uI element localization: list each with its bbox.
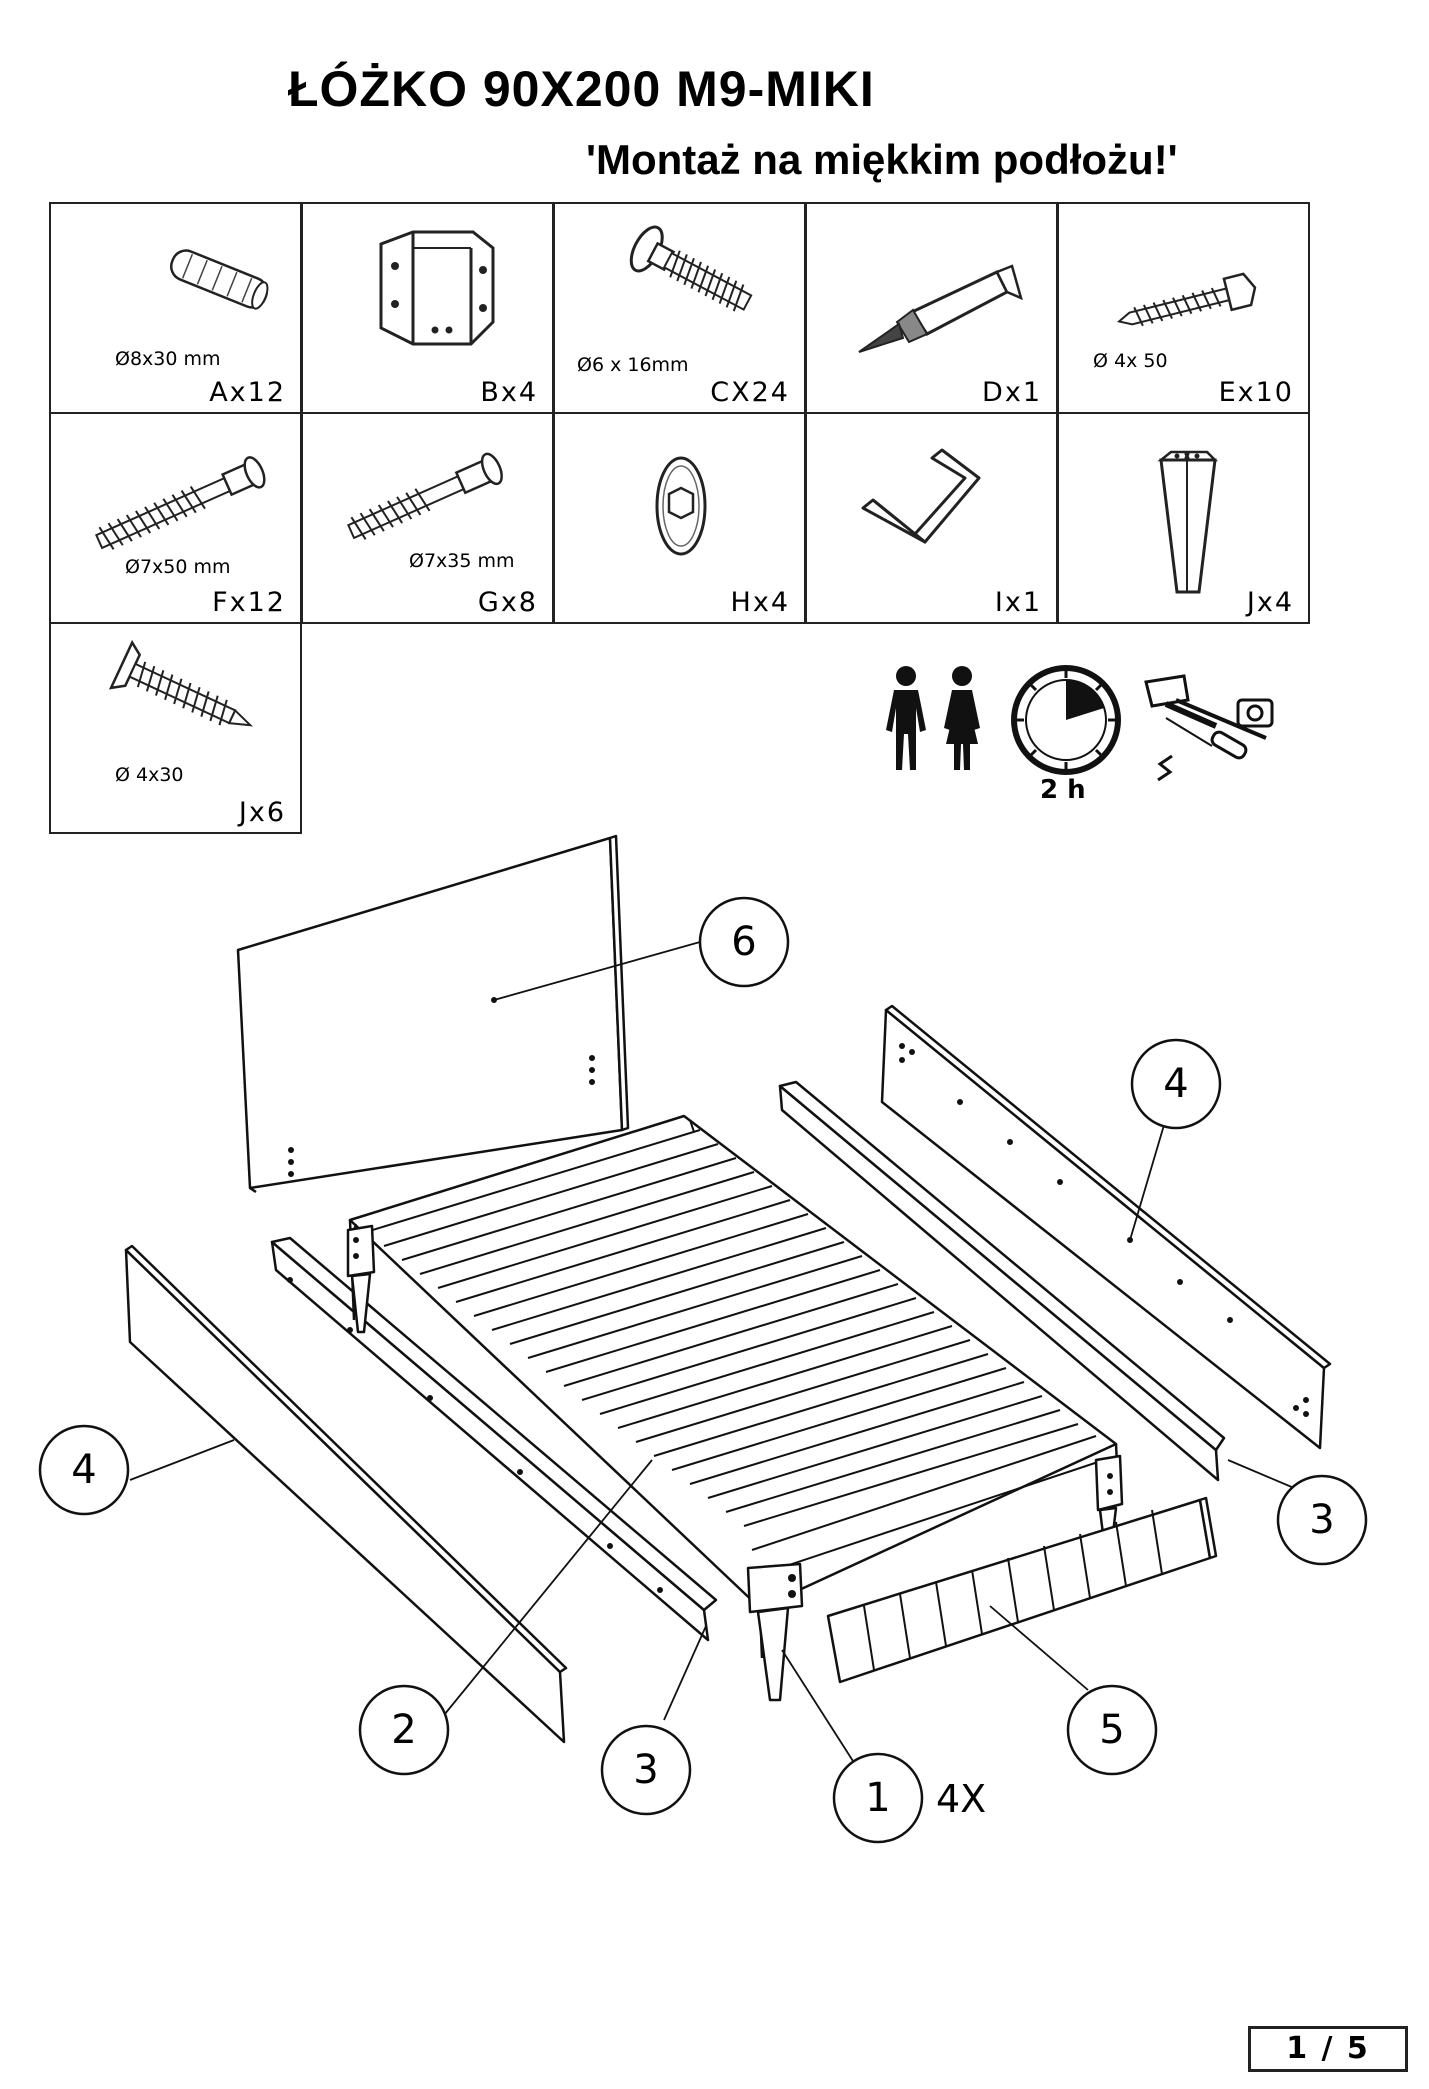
dowel-icon: [169, 249, 269, 310]
callout-label-2: 2: [391, 1707, 416, 1753]
part-cell-g: Ø7x35 mm Gx8: [301, 412, 554, 624]
part-dimension: Ø 4x30: [115, 764, 184, 786]
tools-icon: [1144, 674, 1274, 782]
callout-circle: [38, 1424, 130, 1516]
part-code: Ix1: [994, 587, 1042, 618]
part-cell-i: Ix1: [805, 412, 1058, 624]
page-number: 1 / 5: [1248, 2026, 1408, 2072]
clock-icon: [1011, 665, 1121, 775]
part-code: Jx4: [1246, 587, 1294, 618]
parts-table: Ø8x30 mm Ax12 Bx4: [0, 0, 1429, 900]
confirmat-screw-long-icon: [95, 456, 266, 550]
corner-bracket-icon: [379, 230, 495, 346]
callout-label-5: 5: [1099, 1707, 1124, 1753]
leg-quantity: 4X: [936, 1777, 986, 1821]
callout-circle: [358, 1684, 450, 1776]
countersunk-screw-icon: [108, 639, 254, 727]
confirmat-screw-short-icon: [347, 452, 503, 540]
wood-screw-icon: [1116, 272, 1257, 327]
part-cell-j6: Ø 4x30 Jx6: [49, 622, 302, 834]
part-cell-h: Hx4: [553, 412, 806, 624]
part-dimension: Ø7x35 mm: [409, 550, 515, 572]
part-cell-a: Ø8x30 mm Ax12: [49, 202, 302, 414]
part-cell-c: Ø6 x 16mm CX24: [553, 202, 806, 414]
footboard-panel: [826, 1496, 1218, 1684]
callout-circle: [832, 1752, 924, 1844]
callout-label-6: 6: [731, 919, 756, 965]
part-code: Jx6: [238, 797, 286, 828]
side-rail-right: [778, 1080, 1226, 1482]
callout-circle: [1130, 1038, 1222, 1130]
part-dimension: Ø8x30 mm: [115, 348, 221, 370]
allen-key-icon: [861, 448, 981, 544]
part-code: CX24: [710, 377, 790, 408]
side-panel-right: [880, 1004, 1332, 1450]
glide-pad-icon: [655, 456, 707, 556]
part-cell-j: Jx4: [1057, 412, 1310, 624]
part-code: Bx4: [480, 377, 538, 408]
part-code: Ax12: [209, 377, 286, 408]
part-code: Ex10: [1218, 377, 1294, 408]
slatted-base: [348, 1114, 1120, 1659]
part-code: Fx12: [212, 587, 286, 618]
assembly-note: 'Montaż na miękkim podłożu!': [586, 136, 1178, 183]
part-dimension: Ø6 x 16mm: [577, 354, 689, 376]
part-cell-d: Dx1: [805, 202, 1058, 414]
headboard-panel: [236, 834, 630, 1194]
callout-label-3-left: 3: [633, 1747, 658, 1793]
callout-circle: [698, 896, 790, 988]
machine-screw-icon: [629, 225, 753, 312]
part-cell-b: Bx4: [301, 202, 554, 414]
part-code: Hx4: [730, 587, 790, 618]
callout-circle: [1276, 1474, 1368, 1566]
document-title: ŁÓŻKO 90X200 M9-MIKI: [288, 61, 875, 117]
callout-circle: [1066, 1684, 1158, 1776]
part-dimension: Ø 4x 50: [1093, 350, 1168, 372]
bed-leg-icon: [1157, 450, 1219, 594]
two-people-icon: [886, 666, 980, 770]
exploded-assembly-diagram: 6 4 4 3 3 2 5 1 4X: [38, 834, 1368, 1844]
callout-label-1: 1: [865, 1775, 890, 1821]
part-cell-f: Ø7x50 mm Fx12: [49, 412, 302, 624]
callout-circle: [600, 1724, 692, 1816]
part-cell-e: Ø 4x 50 Ex10: [1057, 202, 1310, 414]
part-code: Gx8: [477, 587, 538, 618]
callout-label-4-right: 4: [1163, 1061, 1188, 1107]
bed-leg: [346, 1224, 1124, 1702]
callout-label-4-left: 4: [71, 1447, 96, 1493]
side-panel-left: [124, 1244, 568, 1744]
assembly-duration: 2 h: [1040, 775, 1086, 805]
part-dimension: Ø7x50 mm: [125, 556, 231, 578]
glue-tube-icon: [858, 264, 1023, 353]
requirements-icons: [886, 665, 1274, 782]
callout-label-3-right: 3: [1309, 1497, 1334, 1543]
part-code: Dx1: [982, 377, 1042, 408]
